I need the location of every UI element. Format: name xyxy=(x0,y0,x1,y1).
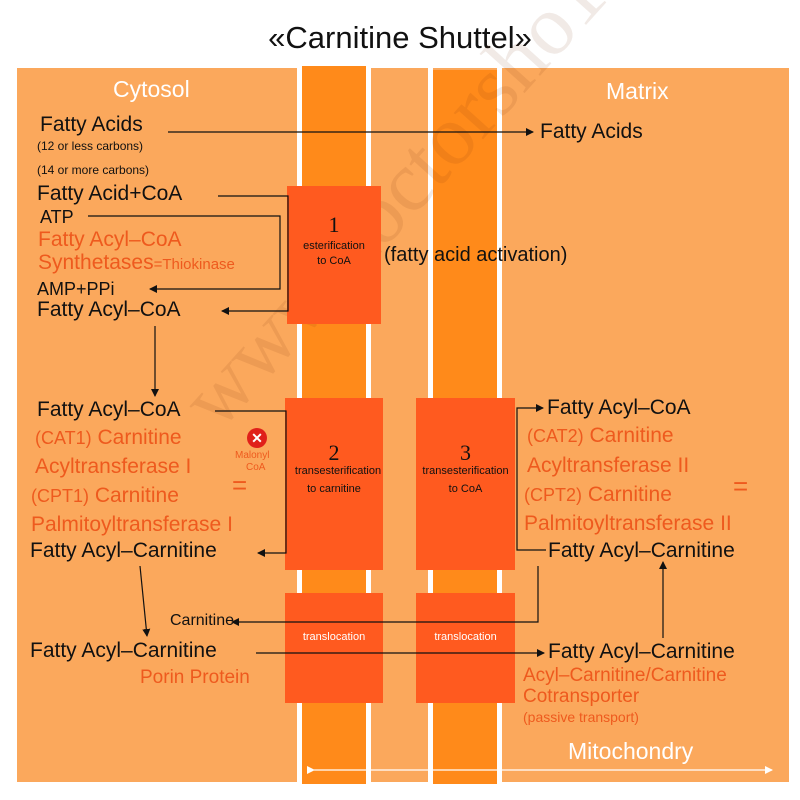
cpt2-line1: (CPT2) Carnitine xyxy=(524,483,672,507)
box-transesterification-coa: 3 transesterification to CoA xyxy=(416,398,515,570)
box-translocation-inner: translocation xyxy=(416,593,515,703)
cotransporter-line1: Acyl–Carnitine/Carnitine xyxy=(523,665,727,686)
cpt2-name-part1: Carnitine xyxy=(582,483,672,506)
synthetase-label-line2: Synthetases=Thiokinase xyxy=(38,251,235,275)
box-1-label-line1: esterification xyxy=(303,240,365,252)
translocation-inner-label: translocation xyxy=(434,631,497,643)
arrow-activation-to-acyl-coa xyxy=(218,195,289,315)
less-carbons-note: (12 or less carbons) xyxy=(37,139,144,153)
fatty-acyl-coa-matrix: Fatty Acyl–CoA xyxy=(547,396,691,419)
cat2-abbr: (CAT2) xyxy=(527,426,584,446)
cotransporter-line2: Cotransporter xyxy=(523,686,640,707)
box-1-label-line2: to CoA xyxy=(317,255,351,267)
thiokinase-name: =Thiokinase xyxy=(153,256,235,273)
box-transesterification-carnitine: 2 transesterification to carnitine xyxy=(285,398,383,570)
carnitine-label: Carnitine xyxy=(170,612,235,629)
cat2-line2: Acyltransferase II xyxy=(527,454,690,477)
cpt2-abbr: (CPT2) xyxy=(524,485,582,505)
activation-note: (fatty acid activation) xyxy=(384,244,568,266)
malonyl-coa-line2: CoA xyxy=(246,462,266,473)
cat2-equals: = xyxy=(733,471,749,501)
arrow-acyl-carnitine-down xyxy=(139,565,151,637)
fatty-acyl-carnitine-cytosol-2: Fatty Acyl–Carnitine xyxy=(30,639,217,662)
translocation-outer-label: translocation xyxy=(302,631,366,643)
mitochondry-label: Mitochondry xyxy=(568,738,694,764)
box-esterification: 1 esterification to CoA xyxy=(287,186,381,324)
cat1-line2: Acyltransferase I xyxy=(35,455,192,478)
inhibit-icon: ✕ xyxy=(247,428,267,448)
porin-protein-label: Porin Protein xyxy=(140,667,250,688)
cpt1-line2: Palmitoyltransferase I xyxy=(31,513,233,536)
arrow-cpt2-reaction xyxy=(516,404,546,551)
cytosol-label: Cytosol xyxy=(113,76,190,102)
arrow-carnitine-return xyxy=(231,566,539,626)
box-2-label-line1: transesterification xyxy=(294,465,382,477)
matrix-region xyxy=(499,68,789,782)
box-2-label-line2: to carnitine xyxy=(307,483,361,495)
cpt1-name-part1: Carnitine xyxy=(89,484,179,507)
box-3-label-line2: to CoA xyxy=(448,483,483,495)
fatty-acyl-coa-cytosol-1: Fatty Acyl–CoA xyxy=(37,298,181,321)
matrix-label: Matrix xyxy=(606,78,669,104)
fatty-acyl-carnitine-matrix-1: Fatty Acyl–Carnitine xyxy=(548,539,735,562)
passive-transport-note: (passive transport) xyxy=(523,709,639,725)
cytosol-region xyxy=(17,68,299,782)
arrow-atp-to-amp xyxy=(88,215,281,293)
cpt1-abbr: (CPT1) xyxy=(31,486,89,506)
cat1-equals: = xyxy=(232,470,248,500)
fatty-acyl-carnitine-matrix-2: Fatty Acyl–Carnitine xyxy=(548,640,735,663)
fatty-acids-matrix-label: Fatty Acids xyxy=(540,120,643,143)
malonyl-coa-line1: Malonyl xyxy=(235,450,270,461)
fatty-acid-coa-label: Fatty Acid+CoA xyxy=(37,182,183,205)
amp-ppi-label: AMP+PPi xyxy=(37,279,115,299)
more-carbons-note: (14 or more carbons) xyxy=(37,163,150,177)
cat1-abbr: (CAT1) xyxy=(35,428,92,448)
box-translocation-outer: translocation xyxy=(285,593,383,703)
fatty-acyl-carnitine-cytosol-1: Fatty Acyl–Carnitine xyxy=(30,539,217,562)
cat2-line1: (CAT2) Carnitine xyxy=(527,424,674,448)
box-1-number: 1 xyxy=(328,212,340,237)
cat2-name-part1: Carnitine xyxy=(583,424,674,447)
fatty-acyl-coa-cytosol-2: Fatty Acyl–CoA xyxy=(37,398,181,421)
synthetase-label-line1: Fatty Acyl–CoA xyxy=(38,228,182,251)
box-3-number: 3 xyxy=(460,440,471,465)
cpt1-line1: (CPT1) Carnitine xyxy=(31,484,179,508)
cat1-line1: (CAT1) Carnitine xyxy=(35,426,182,450)
atp-label: ATP xyxy=(40,207,74,227)
fatty-acids-short-label: Fatty Acids xyxy=(40,113,143,136)
cat1-name-part1: Carnitine xyxy=(91,426,182,449)
box-3-label-line1: transesterification xyxy=(422,465,509,477)
arrow-cpt1-reaction xyxy=(215,410,287,557)
cpt2-line2: Palmitoyltransferase II xyxy=(524,512,732,535)
box-2-number: 2 xyxy=(328,440,340,465)
synthetase-name: Synthetases xyxy=(38,251,154,274)
diagram-title: «Carnitine Shuttel» xyxy=(268,20,532,55)
